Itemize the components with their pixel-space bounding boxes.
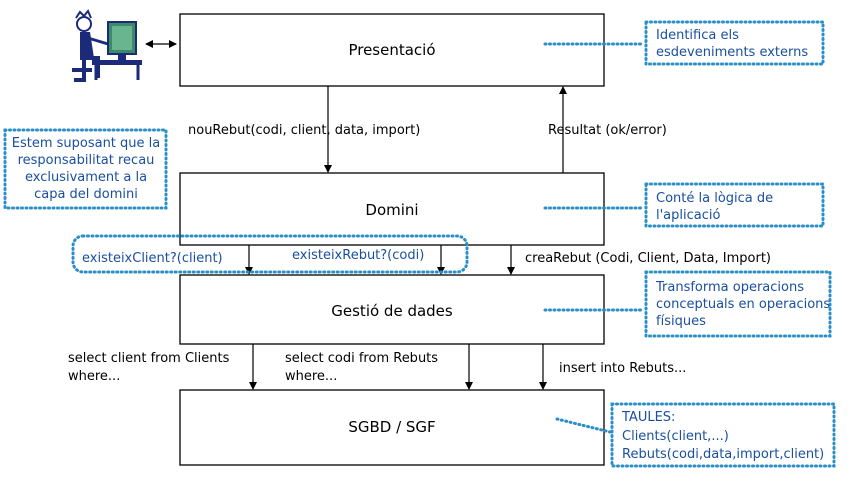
gestio-label: Gestió de dades (331, 302, 453, 320)
sgbd-note (610, 402, 836, 468)
domini-note-line1: Conté la lògica de (656, 191, 773, 206)
existeix-calls-group (71, 234, 469, 274)
select-client-line2: where... (68, 369, 120, 384)
presentacio-note-line2: esdeveniments externs (656, 45, 808, 60)
sgbd-note-line2: Clients(client,...) (622, 429, 729, 444)
select-codi-line1: select codi from Rebuts (285, 351, 438, 366)
gestio-note-line2: conceptuals en operacions (656, 297, 830, 312)
suposicio-note (3, 128, 168, 210)
sgbd-note-line1: TAULES: (621, 410, 675, 425)
sgbd-label: SGBD / SGF (348, 418, 435, 436)
gestio-note-line3: físiques (656, 314, 706, 329)
gestio-note-line1: Transforma operacions (655, 280, 804, 295)
gestio-note (644, 270, 832, 338)
crea-rebut-label: creaRebut (Codi, Client, Data, Import) (525, 251, 771, 266)
sgbd-note-line3: Rebuts(codi,data,import,client) (622, 447, 824, 462)
resultat-label: Resultat (ok/error) (548, 123, 667, 138)
presentacio-label: Presentació (348, 41, 435, 59)
presentacio-note-line1: Identifica els (656, 28, 739, 43)
domini-box (179, 172, 605, 246)
gestio-box (179, 274, 605, 345)
existeix-rebut-label: existeixRebut?(codi) (292, 248, 424, 263)
select-codi-line2: where... (285, 369, 337, 384)
existeix-client-label: existeixClient?(client) (82, 251, 223, 266)
suposicio-note-line3: exclusivament a la (25, 170, 147, 185)
presentacio-note (644, 20, 825, 66)
domini-note-line2: l'aplicació (656, 208, 721, 223)
nou-rebut-label: nouRebut(codi, client, data, import) (188, 123, 420, 138)
sgbd-box (179, 389, 605, 466)
suposicio-note-line2: responsabilitat recau (18, 153, 155, 168)
sgbd-note-connector (555, 417, 612, 434)
presentacio-box (179, 13, 605, 87)
suposicio-note-line1: Estem suposant que la (12, 136, 161, 151)
select-client-line1: select client from Clients (68, 351, 230, 366)
domini-note (644, 182, 825, 228)
domini-label: Domini (365, 201, 418, 219)
user-at-computer-icon (72, 9, 142, 82)
suposicio-note-line4: capa del domini (34, 187, 138, 202)
insert-label: insert into Rebuts... (559, 361, 686, 376)
